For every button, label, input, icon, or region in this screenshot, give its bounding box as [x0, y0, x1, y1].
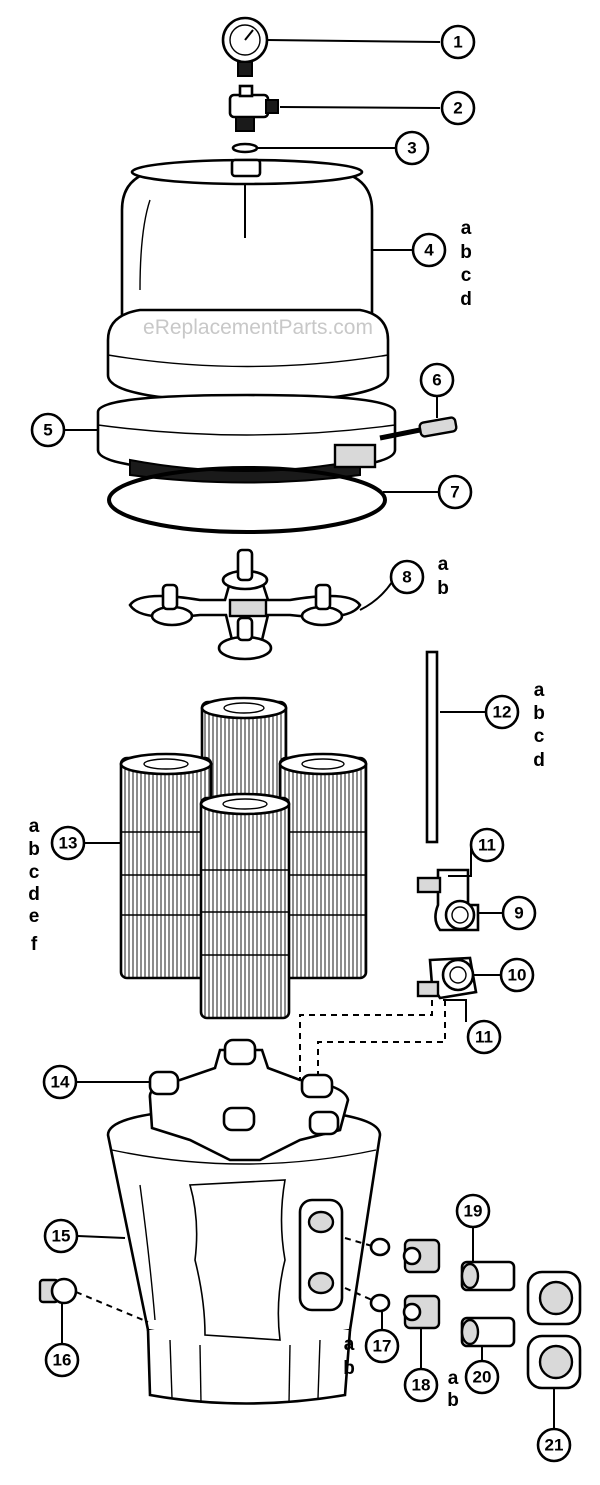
variants-part-12: a b c d — [533, 680, 545, 771]
svg-text:11: 11 — [478, 836, 496, 855]
variants-part-4: a b c d — [460, 218, 472, 310]
svg-text:c: c — [534, 726, 545, 747]
valve-o-ring-part — [231, 142, 259, 154]
svg-text:b: b — [447, 1390, 459, 1411]
svg-text:17: 17 — [373, 1337, 392, 1356]
svg-text:1: 1 — [453, 33, 462, 52]
svg-text:f: f — [31, 934, 38, 955]
callout-18: 18 — [403, 1367, 439, 1403]
assembly-path-dashed-2 — [317, 1000, 446, 1095]
air-relief-valve-part — [228, 84, 279, 132]
svg-text:18: 18 — [412, 1376, 431, 1395]
callout-2: 2 — [440, 90, 476, 126]
tail-piece-upper-part — [460, 1260, 516, 1292]
svg-text:19: 19 — [464, 1202, 483, 1221]
svg-text:d: d — [533, 750, 545, 771]
svg-text:15: 15 — [52, 1227, 71, 1246]
svg-text:b: b — [533, 703, 545, 724]
elbow-fitting-lower-part — [416, 956, 478, 1000]
callout-20: 20 — [464, 1359, 500, 1395]
svg-text:a: a — [448, 1368, 459, 1389]
drain-plug-part — [38, 1277, 78, 1305]
callout-8: 8 — [389, 559, 425, 595]
port-assembly-path-upper — [344, 1237, 373, 1247]
callout-17: 17 — [364, 1328, 400, 1364]
callout-12: 12 — [484, 694, 520, 730]
callout-14: 14 — [42, 1064, 78, 1100]
svg-text:16: 16 — [53, 1351, 72, 1370]
filter-cartridges-part — [119, 696, 368, 1020]
svg-text:2: 2 — [453, 99, 462, 118]
callout-11-upper: 11 — [469, 827, 505, 863]
callout-13: 13 — [50, 825, 86, 861]
svg-text:9: 9 — [514, 904, 523, 923]
clamp-bolt-part — [379, 416, 458, 441]
svg-text:14: 14 — [51, 1073, 70, 1092]
tank-o-ring-part — [107, 466, 387, 534]
svg-text:a: a — [438, 554, 449, 575]
svg-text:a: a — [344, 1334, 355, 1355]
svg-text:4: 4 — [424, 241, 434, 260]
callout-15: 15 — [43, 1218, 79, 1254]
svg-text:11: 11 — [475, 1028, 493, 1047]
svg-text:d: d — [28, 884, 40, 905]
port-o-rings-part — [369, 1237, 391, 1313]
svg-text:13: 13 — [59, 834, 78, 853]
callout-21: 21 — [536, 1427, 572, 1463]
svg-text:a: a — [534, 680, 545, 701]
watermark-text: eReplacementParts.com — [143, 316, 373, 339]
svg-text:b: b — [437, 578, 449, 599]
callout-16: 16 — [44, 1342, 80, 1378]
svg-text:10: 10 — [508, 966, 527, 985]
elbow-fitting-upper-part — [416, 868, 480, 932]
svg-text:c: c — [461, 265, 472, 286]
callout-9: 9 — [501, 895, 537, 931]
svg-text:d: d — [460, 289, 472, 310]
union-nuts-part — [526, 1270, 582, 1390]
svg-text:5: 5 — [43, 421, 52, 440]
tank-lid-part — [106, 158, 390, 404]
svg-text:12: 12 — [493, 703, 512, 722]
svg-text:e: e — [29, 906, 40, 927]
clamp-band-part — [96, 393, 397, 484]
callout-7: 7 — [437, 474, 473, 510]
assembly-path-dashed — [299, 1000, 433, 1085]
svg-text:21: 21 — [545, 1436, 564, 1455]
svg-text:8: 8 — [402, 568, 411, 587]
svg-text:b: b — [28, 839, 40, 860]
variants-part-15: a b — [343, 1334, 355, 1379]
tail-piece-lower-part — [460, 1316, 516, 1348]
leader-lines — [61, 39, 555, 1428]
callout-1: 1 — [440, 24, 476, 60]
variants-part-8: a b — [437, 554, 449, 599]
port-assembly-path-lower — [344, 1287, 373, 1301]
tank-body-part — [106, 1106, 382, 1405]
svg-text:7: 7 — [450, 483, 459, 502]
variants-part-18: a b — [447, 1368, 459, 1411]
svg-text:a: a — [29, 816, 40, 837]
callout-11-lower: 11 — [466, 1019, 502, 1055]
variants-part-13: a b c d e f — [28, 816, 40, 955]
callout-19: 19 — [455, 1193, 491, 1229]
port-adapters-part — [402, 1238, 441, 1330]
air-bleed-tube-part — [425, 650, 439, 844]
svg-text:c: c — [29, 862, 40, 883]
callout-4: 4 — [411, 232, 447, 268]
callout-5: 5 — [30, 412, 66, 448]
callout-3: 3 — [394, 130, 430, 166]
callout-10: 10 — [499, 957, 535, 993]
svg-text:20: 20 — [473, 1368, 492, 1387]
pressure-gauge-part — [221, 16, 269, 77]
svg-text:a: a — [461, 218, 472, 239]
callout-6: 6 — [419, 362, 455, 398]
drain-assembly-path — [75, 1291, 149, 1323]
tank-top-manifold-part — [148, 1038, 350, 1162]
svg-text:3: 3 — [407, 139, 416, 158]
svg-text:6: 6 — [432, 371, 441, 390]
cartridge-manifold-part — [128, 548, 362, 661]
svg-text:b: b — [460, 242, 472, 263]
svg-text:b: b — [343, 1358, 355, 1379]
